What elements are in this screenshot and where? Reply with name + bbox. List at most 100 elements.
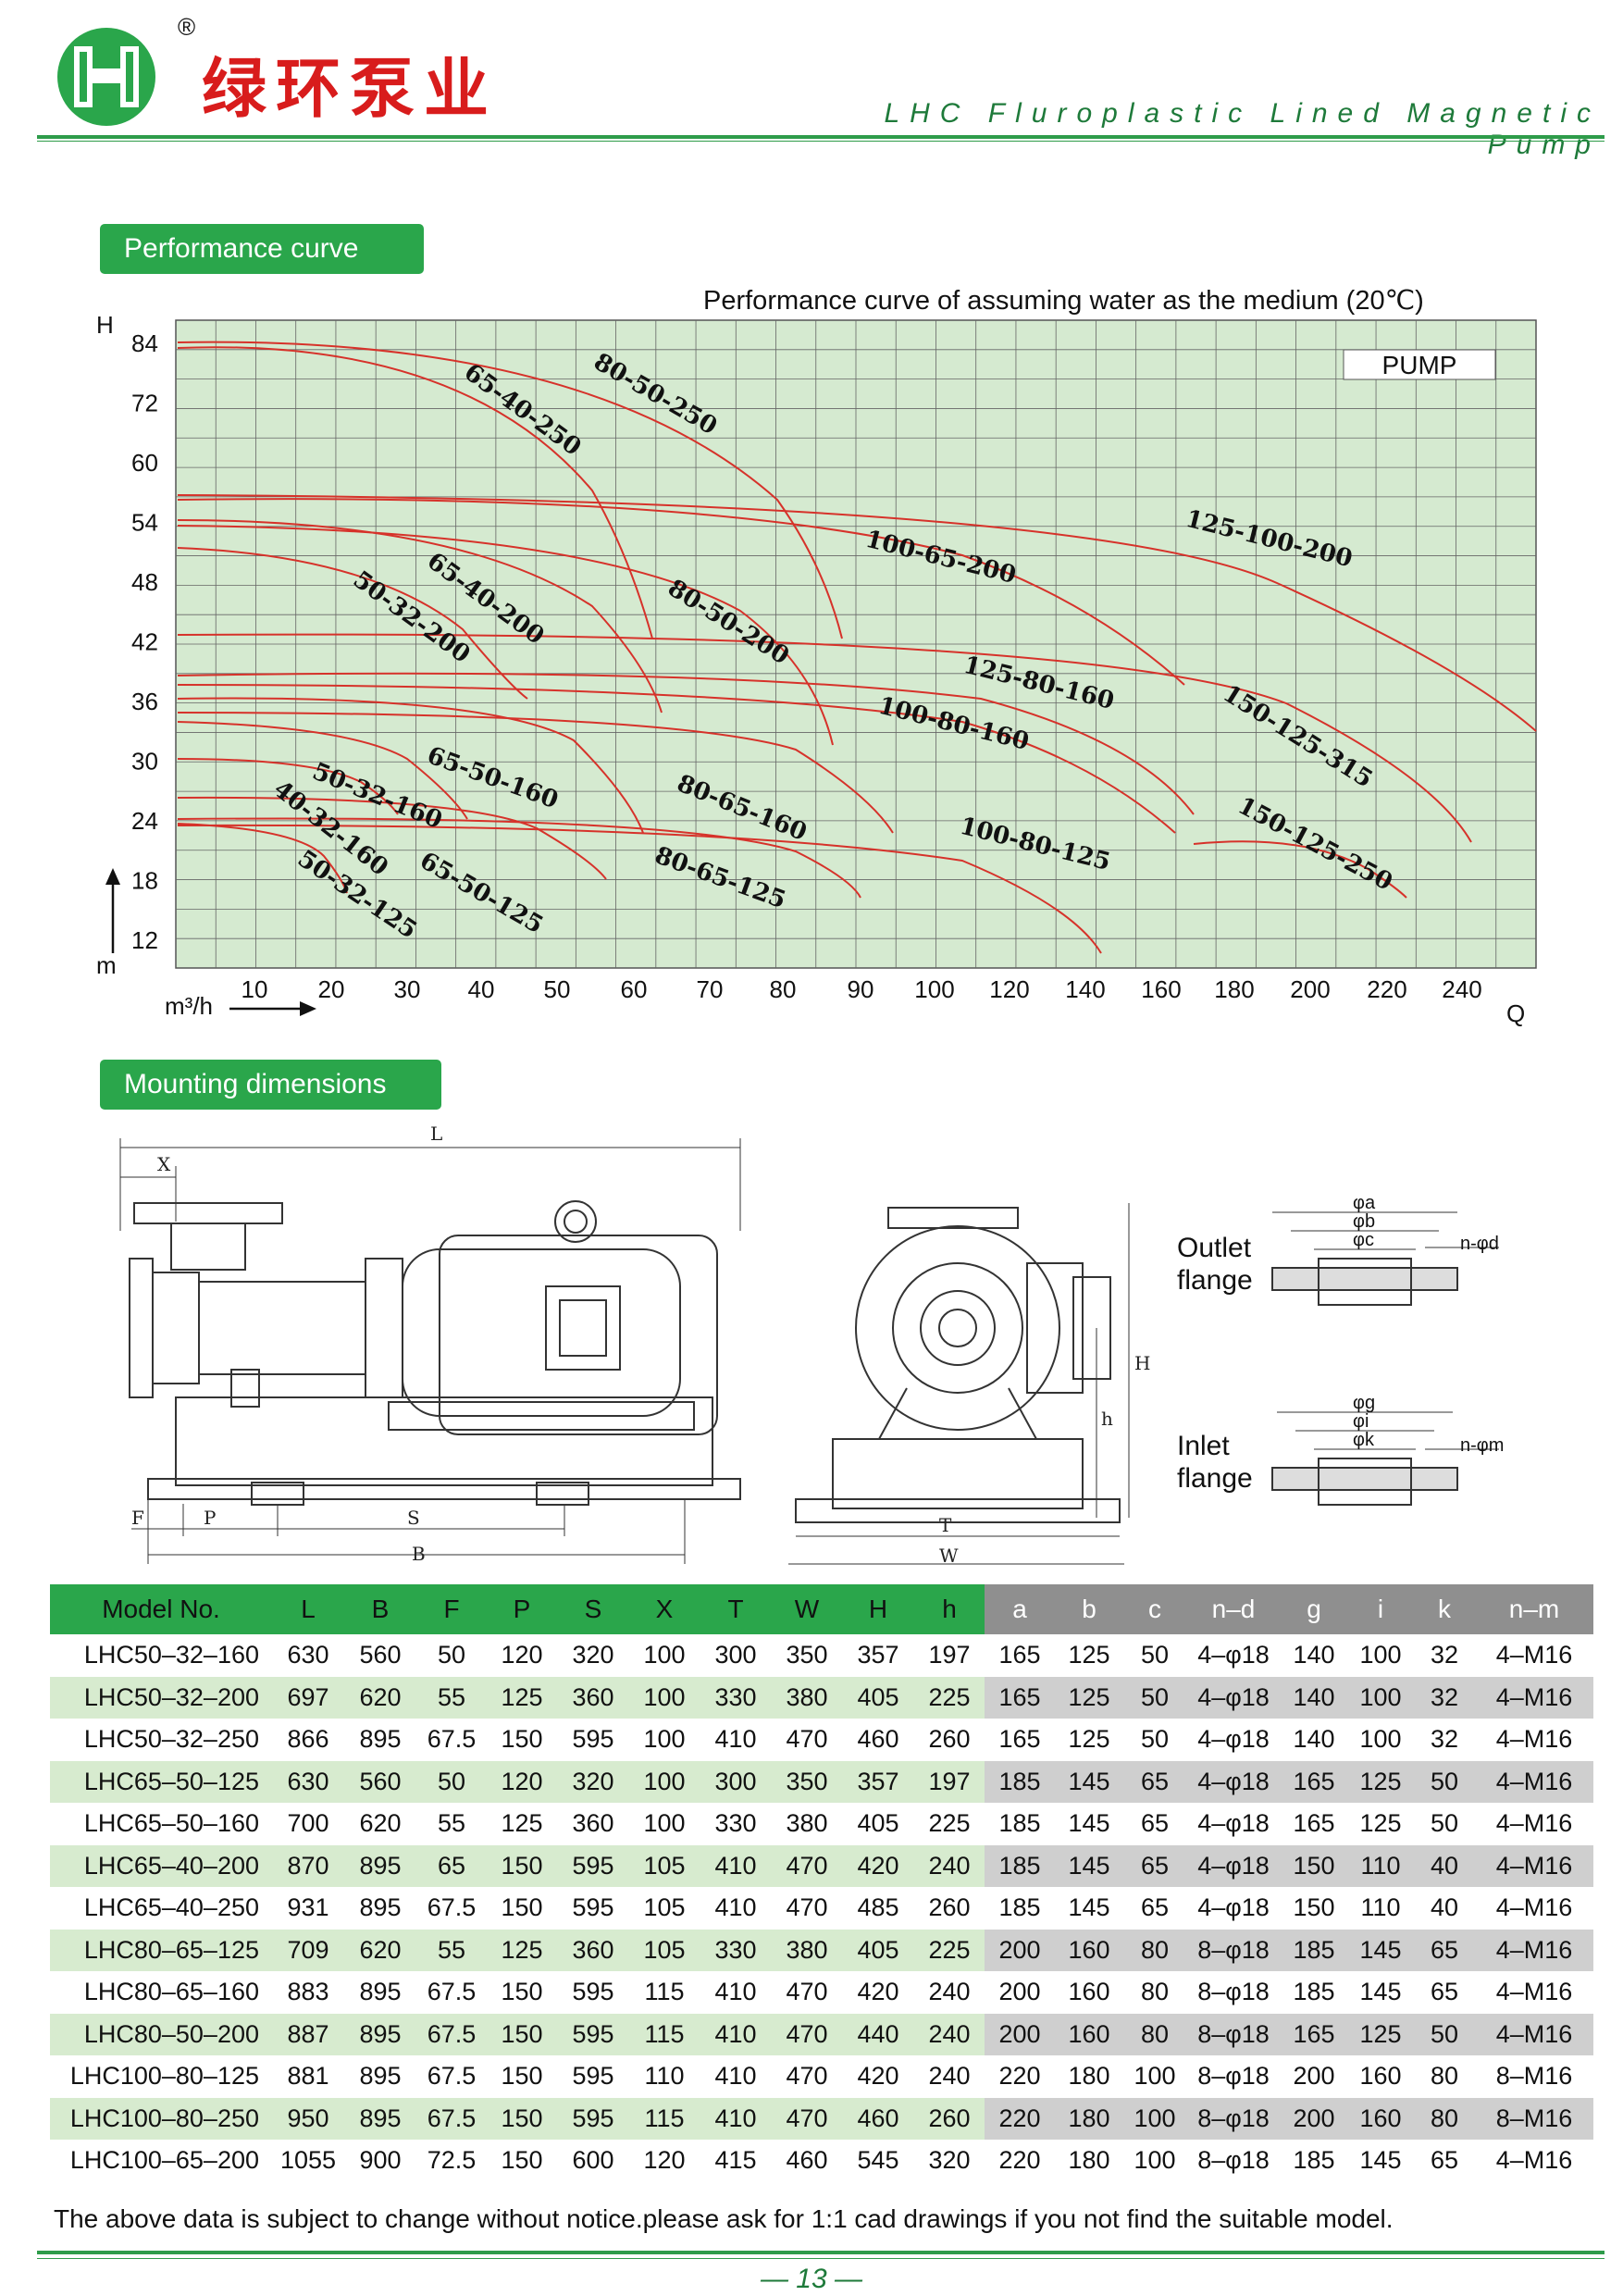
curve-150-125-315	[177, 633, 1472, 843]
value-cell: 160	[1347, 2097, 1414, 2140]
x-tick-label: 30	[394, 975, 421, 1003]
value-cell: 895	[344, 2097, 416, 2140]
value-cell: 80	[1430, 2062, 1459, 2091]
y-axis-label-top: H	[96, 311, 114, 339]
curve-65-40-200	[177, 519, 663, 714]
value-cell: 470	[772, 1844, 842, 1887]
value-cell: 595	[572, 1978, 614, 2006]
value-cell: 895	[359, 2062, 402, 2091]
value-cell: 410	[714, 2062, 757, 2091]
value-cell: 50	[1140, 1641, 1170, 1669]
value-cell: 260	[914, 2097, 985, 2140]
value-cell: 180	[1055, 2097, 1123, 2140]
value-cell: 420	[857, 2062, 899, 2091]
value-cell: 470	[772, 2097, 842, 2140]
value-cell: 65	[1140, 1809, 1170, 1838]
value-cell: 320	[557, 1760, 629, 1803]
value-cell: 260	[928, 1893, 971, 1922]
value-cell: 4–φ18	[1186, 1844, 1281, 1887]
value-cell: 887	[272, 2013, 344, 2055]
inlet-phi-i: φi	[1353, 1411, 1369, 1432]
value-cell: 225	[914, 1676, 985, 1719]
value-cell: 100	[629, 1760, 700, 1803]
value-cell: 4–φ18	[1186, 1676, 1281, 1719]
value-cell: 709	[272, 1929, 344, 1971]
column-header: S	[557, 1584, 629, 1634]
model-cell: LHC80–65–160	[83, 1978, 259, 2006]
value-cell: 240	[928, 1978, 971, 2006]
value-cell: 950	[272, 2097, 344, 2140]
dim-S: S	[407, 1507, 420, 1529]
value-cell: 32	[1430, 1725, 1459, 1754]
value-cell: 160	[1055, 1929, 1123, 1971]
value-cell: 4–M16	[1475, 1929, 1593, 1971]
inlet-phi-g: φg	[1353, 1393, 1375, 1413]
value-cell: 32	[1414, 1676, 1475, 1719]
value-cell: 360	[572, 1809, 614, 1838]
column-header: H	[842, 1584, 914, 1634]
value-cell: 415	[714, 2146, 757, 2175]
value-cell: 40	[1414, 1844, 1475, 1887]
value-cell: 600	[572, 2146, 614, 2175]
value-cell: 140	[1281, 1676, 1347, 1719]
curve-65-50-160	[177, 697, 644, 834]
value-cell: 100	[1134, 2062, 1176, 2091]
value-cell: 100	[1359, 1725, 1402, 1754]
value-cell: 67.5	[427, 1725, 477, 1754]
value-cell: 185	[985, 1844, 1055, 1887]
x-tick-label: 70	[697, 975, 724, 1003]
value-cell: 65	[1430, 1978, 1459, 2006]
value-cell: 697	[272, 1676, 344, 1719]
value-cell: 200	[1293, 2062, 1335, 2091]
value-cell: 240	[914, 1844, 985, 1887]
value-cell: 185	[1281, 1929, 1347, 1971]
value-cell: 197	[928, 1641, 971, 1669]
value-cell: 55	[416, 1929, 487, 1971]
footer-note: The above data is subject to change with…	[54, 2204, 1394, 2233]
value-cell: 50	[1430, 1809, 1459, 1838]
outlet-flange-label-1: Outlet	[1177, 1233, 1252, 1263]
y-tick-label: 18	[131, 867, 158, 895]
column-header: T	[700, 1584, 772, 1634]
value-cell: 560	[344, 1760, 416, 1803]
value-cell: 150	[487, 2013, 557, 2055]
value-cell: 150	[487, 2097, 557, 2140]
value-cell: 895	[359, 1893, 402, 1922]
x-tick-label: 80	[770, 975, 797, 1003]
value-cell: 350	[786, 1641, 828, 1669]
value-cell: 620	[344, 1676, 416, 1719]
value-cell: 470	[786, 1893, 828, 1922]
value-cell: 55	[416, 1676, 487, 1719]
value-cell: 50	[416, 1760, 487, 1803]
value-cell: 145	[1359, 2146, 1402, 2175]
value-cell: 67.5	[427, 1893, 477, 1922]
value-cell: 145	[1055, 1760, 1123, 1803]
column-header: B	[344, 1584, 416, 1634]
dim-h: h	[1101, 1408, 1113, 1430]
column-header: k	[1414, 1584, 1475, 1634]
y-tick-label: 60	[131, 449, 158, 477]
value-cell: 105	[629, 1844, 700, 1887]
registered-mark: ®	[178, 13, 196, 41]
value-cell: 200	[985, 2013, 1055, 2055]
curve-100-80-125	[177, 824, 1102, 954]
x-axis-label-left: m³/h	[165, 992, 213, 1020]
value-cell: 420	[842, 1844, 914, 1887]
value-cell: 220	[998, 2062, 1041, 2091]
value-cell: 105	[643, 1893, 686, 1922]
value-cell: 110	[1360, 1893, 1401, 1922]
value-cell: 220	[985, 2097, 1055, 2140]
value-cell: 4–M16	[1475, 1676, 1593, 1719]
value-cell: 100	[629, 1676, 700, 1719]
value-cell: 595	[572, 2062, 614, 2091]
value-cell: 881	[287, 2062, 329, 2091]
value-cell: 380	[786, 1809, 828, 1838]
page-number: — 13 —	[760, 2264, 863, 2294]
curve-40-32-160	[177, 758, 399, 815]
value-cell: 140	[1293, 1725, 1335, 1754]
value-cell: 1055	[279, 2146, 337, 2175]
value-cell: 125	[487, 1929, 557, 1971]
dim-X: X	[157, 1153, 171, 1175]
